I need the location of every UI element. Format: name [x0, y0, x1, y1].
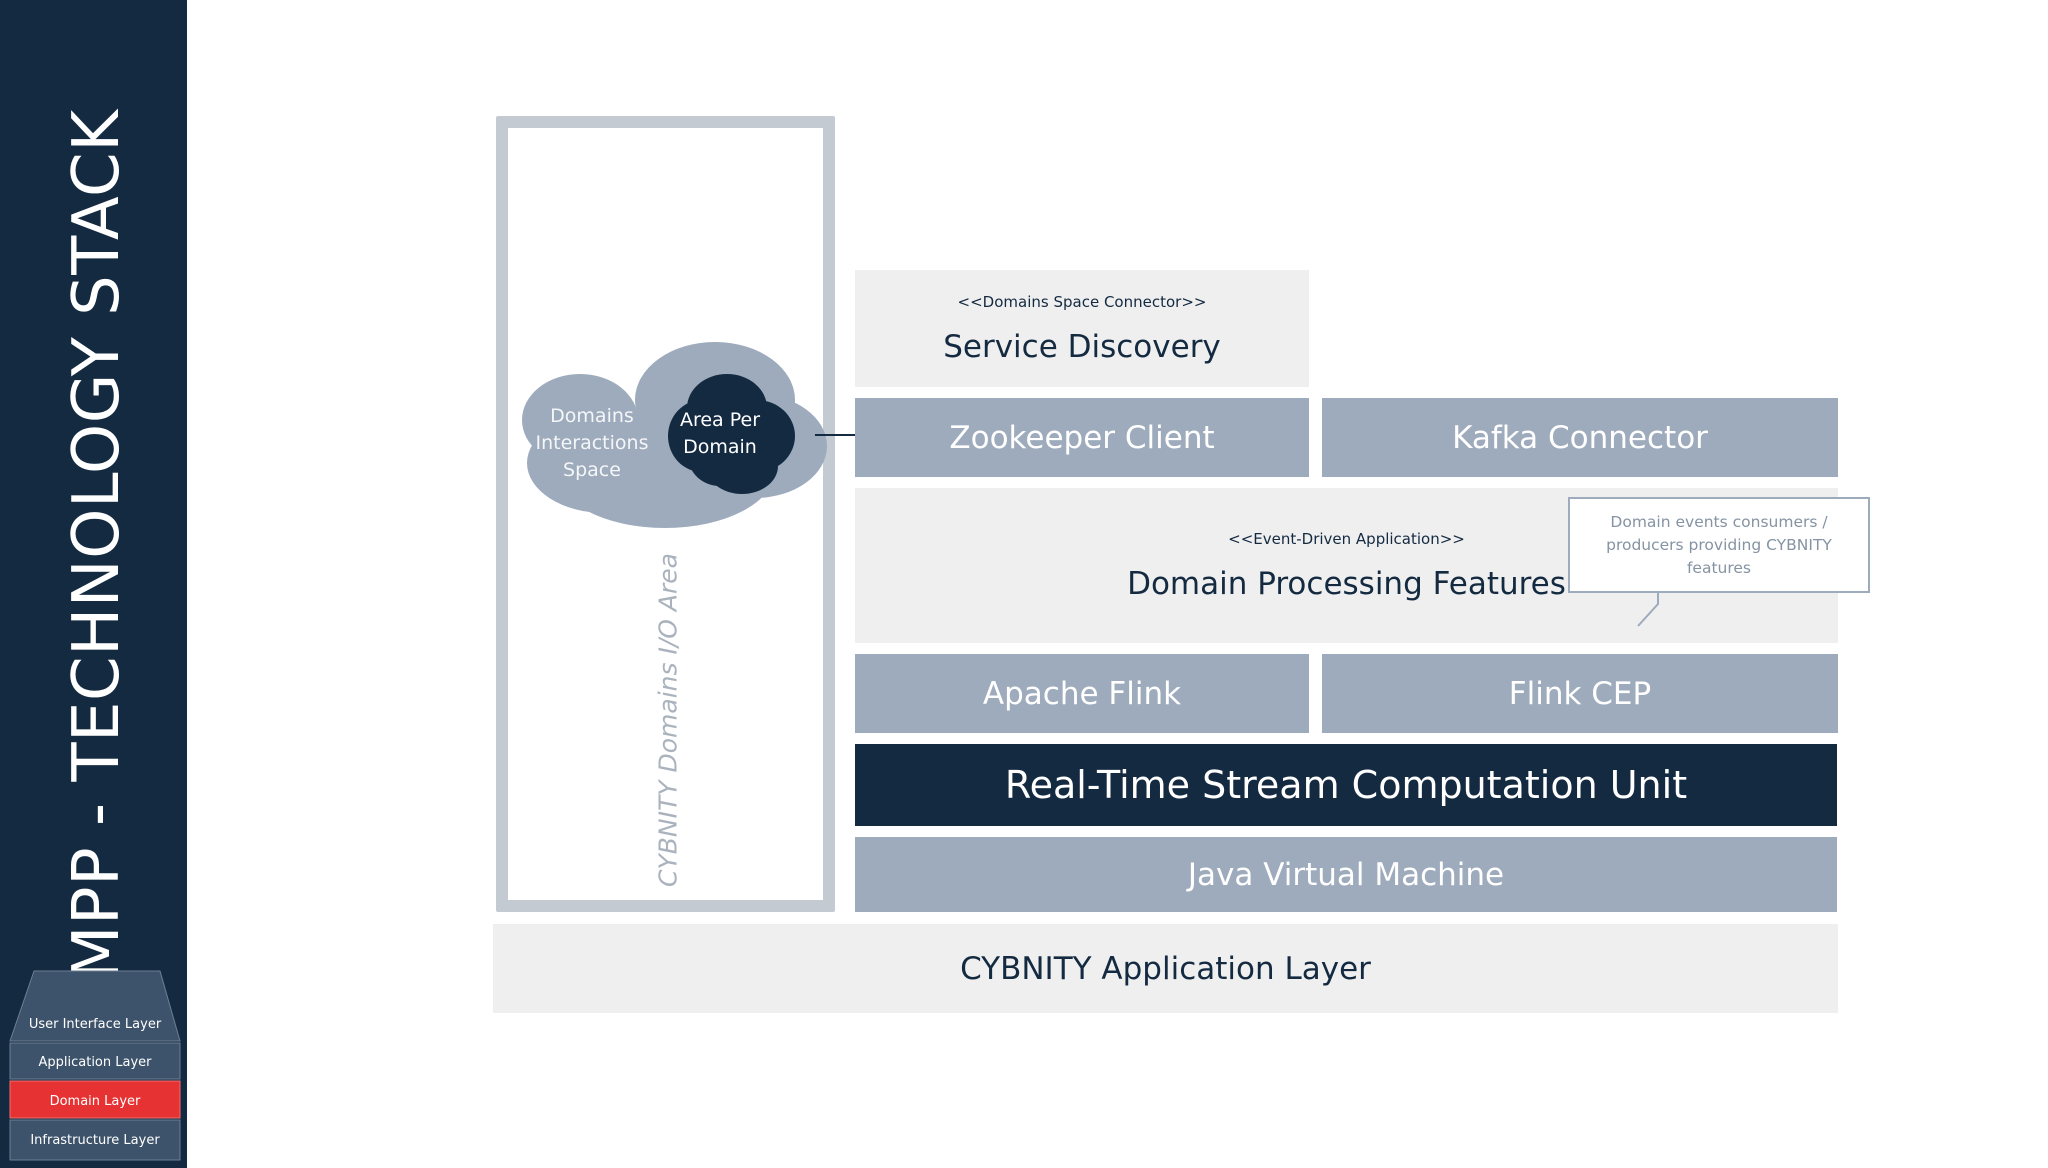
cloud-outer-line-1: Domains — [550, 405, 634, 427]
service-discovery-stereotype: <<Domains Space Connector>> — [957, 292, 1207, 311]
domains-cloud: Domains Interactions Space Area Per Doma… — [522, 342, 827, 528]
jvm-label: Java Virtual Machine — [1187, 856, 1505, 893]
legend-label-domain: Domain Layer — [50, 1094, 141, 1109]
cloud-inner-line-2: Domain — [683, 436, 757, 458]
legend-label-user-interface: User Interface Layer — [29, 1017, 162, 1032]
legend-layer-application — [9, 1042, 181, 1080]
legend-label-application: Application Layer — [38, 1055, 152, 1070]
domain-processing-stereotype: <<Event-Driven Application>> — [1228, 529, 1465, 548]
domains-io-area-caption: CYBNITY Domains I/O Area — [653, 553, 683, 887]
cloud-inner-line-1: Area Per — [680, 409, 760, 431]
slide-title: MPP - TECHNOLOGY STACK — [60, 109, 134, 981]
cloud-outer-line-3: Space — [563, 459, 621, 481]
stream-computation-unit-box: Real-Time Stream Computation Unit — [855, 744, 1837, 826]
zookeeper-client-label: Zookeeper Client — [949, 419, 1215, 456]
legend-layer-domain — [9, 1080, 181, 1119]
flink-cep-box: Flink CEP — [1322, 654, 1838, 733]
layer-pyramid-legend: User Interface Layer Application Layer D… — [9, 970, 181, 1161]
flink-cep-label: Flink CEP — [1508, 675, 1652, 712]
service-discovery-title: Service Discovery — [943, 328, 1221, 365]
legend-layer-infrastructure — [9, 1119, 181, 1161]
application-layer-label: CYBNITY Application Layer — [960, 950, 1371, 987]
domain-events-callout: Domain events consumers / producers prov… — [1568, 497, 1870, 593]
stream-computation-unit-label: Real-Time Stream Computation Unit — [1004, 763, 1688, 807]
service-discovery-box: <<Domains Space Connector>> Service Disc… — [855, 270, 1309, 387]
domain-processing-title: Domain Processing Features — [1127, 565, 1566, 602]
apache-flink-box: Apache Flink — [855, 654, 1309, 733]
jvm-box: Java Virtual Machine — [855, 837, 1837, 912]
callout-pointer — [1637, 592, 1659, 627]
zookeeper-client-box: Zookeeper Client — [855, 398, 1309, 477]
kafka-connector-label: Kafka Connector — [1452, 419, 1708, 456]
application-layer-box: CYBNITY Application Layer — [493, 924, 1838, 1013]
sidebar: MPP - TECHNOLOGY STACK User Interface La… — [0, 0, 187, 1168]
cloud-outer-line-2: Interactions — [536, 432, 649, 454]
area-per-domain-cloud-shape — [668, 374, 795, 494]
kafka-connector-box: Kafka Connector — [1322, 398, 1838, 477]
apache-flink-label: Apache Flink — [982, 675, 1182, 712]
domains-io-area-frame — [496, 116, 835, 912]
legend-layer-user-interface — [9, 970, 181, 1042]
legend-label-infrastructure: Infrastructure Layer — [30, 1133, 160, 1148]
cloud-to-zookeeper-connector — [815, 434, 855, 436]
